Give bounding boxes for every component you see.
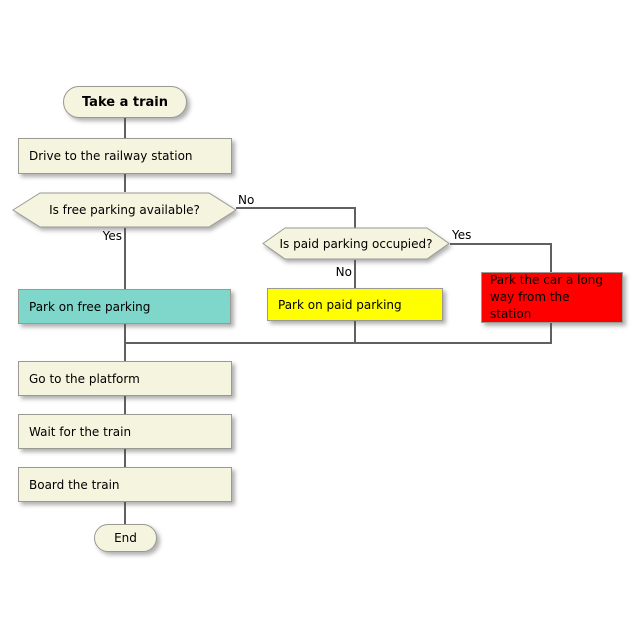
- edge-drive-freeq: [124, 174, 126, 192]
- edge-board-end: [124, 502, 126, 524]
- node-board: Board the train: [18, 467, 232, 502]
- edge-paidq-yes-h: [450, 243, 552, 245]
- node-platform: Go to the platform: [18, 361, 232, 396]
- node-park-free: Park on free parking: [18, 289, 231, 324]
- node-wait-label: Wait for the train: [29, 424, 132, 439]
- node-park-paid: Park on paid parking: [267, 288, 443, 321]
- node-board-label: Board the train: [29, 477, 120, 492]
- node-park-paid-label: Park on paid parking: [278, 297, 402, 312]
- edge-merge-horizontal: [124, 342, 552, 344]
- node-end-label: End: [114, 531, 137, 545]
- edge-label-free-no: No: [238, 193, 255, 207]
- node-paid-parking-question: Is paid parking occupied?: [262, 227, 450, 260]
- edge-label-free-yes: Yes: [102, 229, 122, 243]
- hexagon-shape: [12, 192, 237, 228]
- node-paid-parking-question-label: Is paid parking occupied?: [279, 236, 433, 251]
- node-platform-label: Go to the platform: [29, 371, 140, 386]
- node-park-far-label: Park the car a long way from the station: [490, 273, 604, 321]
- edge-freeq-no-h: [236, 207, 356, 209]
- node-end: End: [94, 524, 157, 552]
- edge-label-paid-no: No: [335, 265, 352, 279]
- hexagon-shape: [262, 227, 450, 260]
- node-drive: Drive to the railway station: [18, 138, 232, 174]
- edge-label-paid-yes: Yes: [452, 228, 472, 242]
- node-park-free-label: Park on free parking: [29, 299, 151, 314]
- edge-paidq-no-v: [354, 260, 356, 288]
- edge-start-drive: [124, 118, 126, 138]
- node-wait: Wait for the train: [18, 414, 232, 449]
- edge-freeq-yes-v: [124, 228, 126, 289]
- edge-wait-board: [124, 449, 126, 467]
- node-start: Take a train: [63, 86, 187, 118]
- node-park-far: Park the car a long way from the station: [481, 272, 623, 323]
- edge-freeq-no-v: [354, 207, 356, 229]
- node-free-parking-question-label: Is free parking available?: [49, 203, 200, 217]
- node-start-label: Take a train: [81, 94, 168, 110]
- node-free-parking-question: Is free parking available?: [12, 192, 237, 228]
- node-drive-label: Drive to the railway station: [29, 149, 193, 163]
- edge-parkpaid-merge: [354, 321, 356, 344]
- edge-platform-wait: [124, 396, 126, 414]
